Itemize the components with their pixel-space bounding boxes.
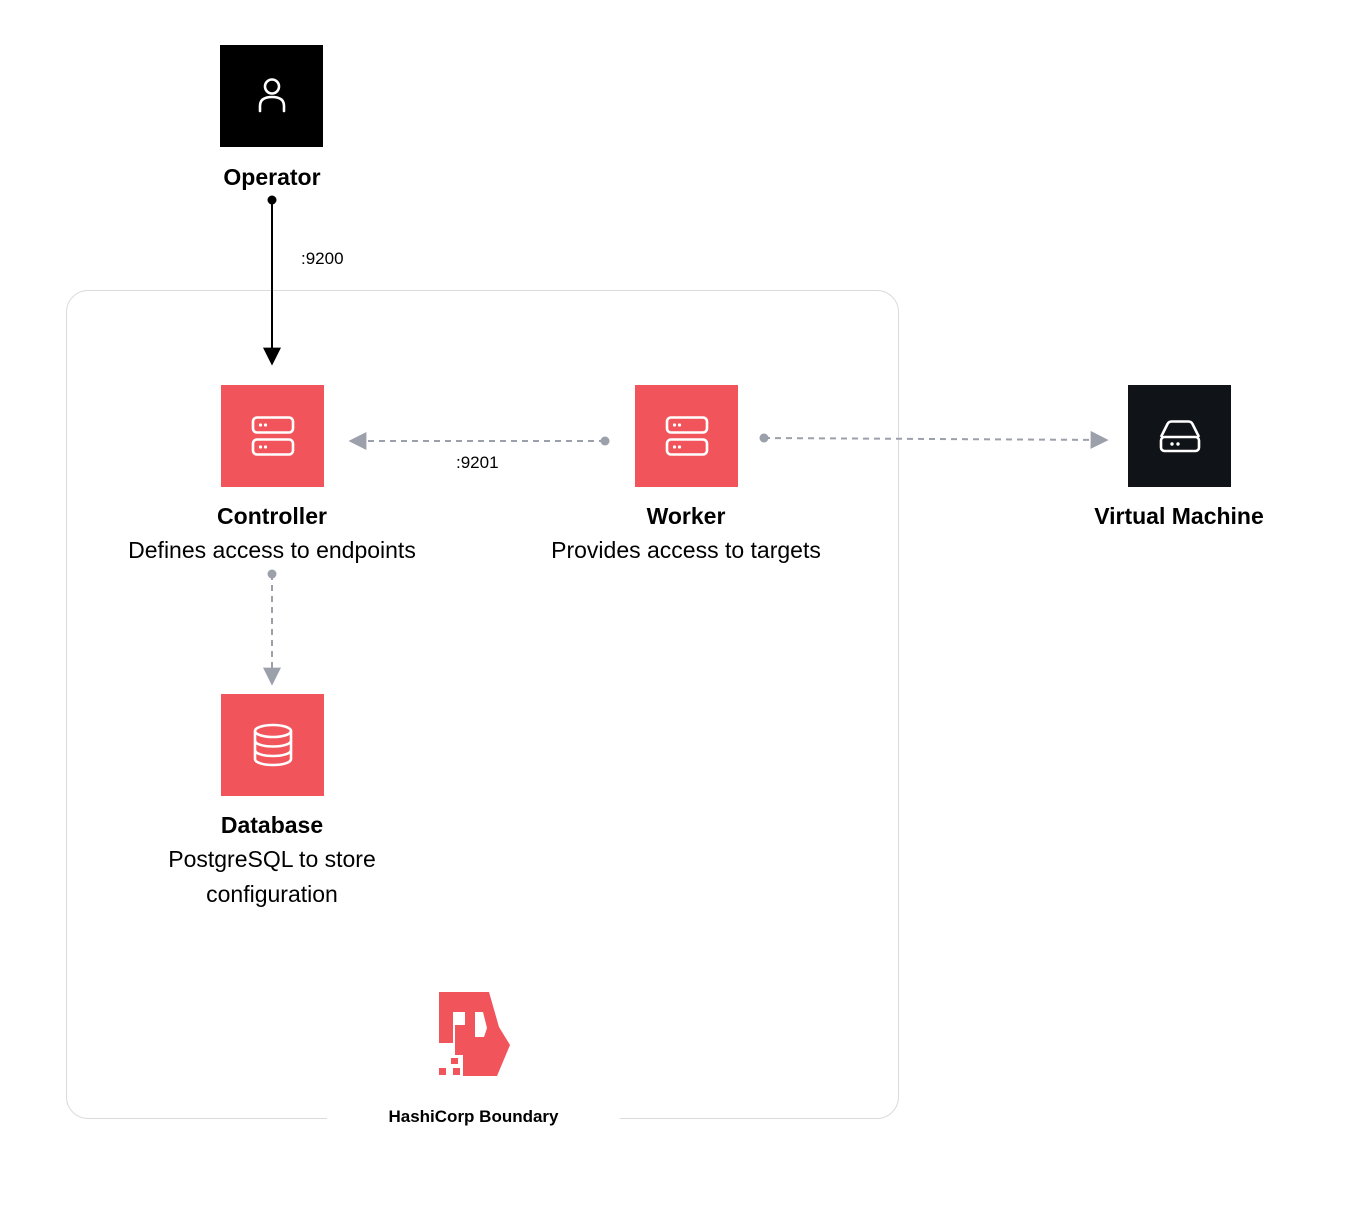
database-title: Database: [220, 812, 324, 838]
server-icon: [665, 416, 708, 456]
operator-node: [220, 45, 323, 147]
edge-worker-controller: [348, 432, 610, 450]
worker-description: Provides access to targets: [551, 537, 821, 563]
database-description-line1: PostgreSQL to store: [168, 846, 376, 872]
operator-title: Operator: [223, 164, 321, 190]
controller-node: [221, 385, 324, 487]
virtual-machine-node: [1128, 385, 1231, 487]
boundary-logo: [439, 992, 510, 1076]
edge-worker-vm: [759, 430, 1109, 449]
server-icon: [251, 416, 294, 456]
database-node: [221, 694, 324, 796]
worker-title: Worker: [646, 503, 726, 529]
drive-icon: [1159, 420, 1200, 453]
controller-description: Defines access to endpoints: [128, 537, 416, 563]
database-description-line2: configuration: [206, 881, 338, 907]
boundary-label-gap: [327, 1110, 620, 1130]
virtual-machine-title: Virtual Machine: [1094, 503, 1264, 529]
edge-controller-database: [263, 569, 281, 686]
worker-node: [635, 385, 738, 487]
edge-operator-controller: [263, 195, 281, 366]
edge-label-9201: :9201: [456, 453, 499, 472]
controller-title: Controller: [217, 503, 327, 529]
database-icon: [253, 723, 292, 767]
user-icon: [258, 78, 285, 113]
edge-label-9200: :9200: [301, 249, 344, 268]
boundary-caption: HashiCorp Boundary: [388, 1107, 559, 1126]
